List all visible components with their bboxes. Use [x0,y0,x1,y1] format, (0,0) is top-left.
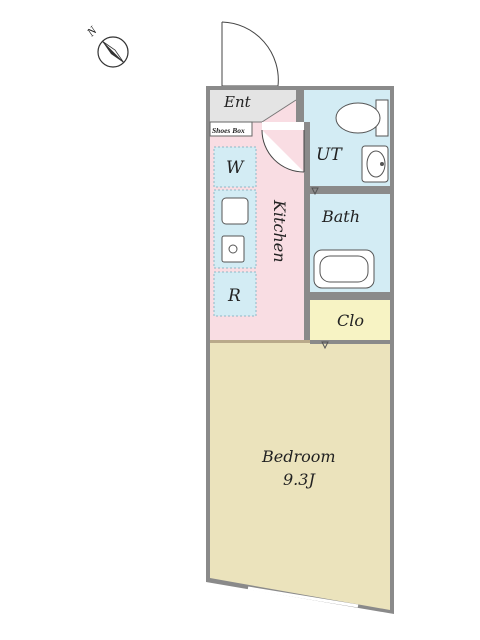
closet-label: Clo [337,311,364,330]
entrance-label: Ent [223,93,252,111]
ut-label: UT [316,145,343,165]
bath-door-marker-icon [311,187,319,196]
bedroom-floor [210,342,390,610]
bath-label: Bath [321,207,360,226]
entrance-door [221,21,279,87]
refrigerator-label: R [227,286,241,306]
entrance-floor [210,90,296,122]
bedroom-window [247,586,359,608]
compass-north-label: N [83,23,100,40]
north-arrow-icon: N [83,23,129,68]
kitchen-label: Kitchen [270,199,289,263]
washer-label: W [226,158,245,178]
shoes-box [209,121,253,137]
bedroom-label: Bedroom [261,447,336,466]
washbasin-icon [361,145,389,183]
shoes-box-label: Shoes Box [212,126,245,135]
washer-space [213,146,257,188]
toilet-icon [335,99,389,137]
interior-walls [210,86,394,344]
closet [310,300,390,340]
refrigerator-space [213,271,257,317]
stove-icon [221,235,245,263]
bedroom-size-label: 9.3J [283,470,316,489]
bathtub-icon [313,249,375,289]
kitchen-sink-icon [221,197,249,225]
interior-door [261,122,305,173]
bedroom-door-marker-icon [321,341,329,350]
